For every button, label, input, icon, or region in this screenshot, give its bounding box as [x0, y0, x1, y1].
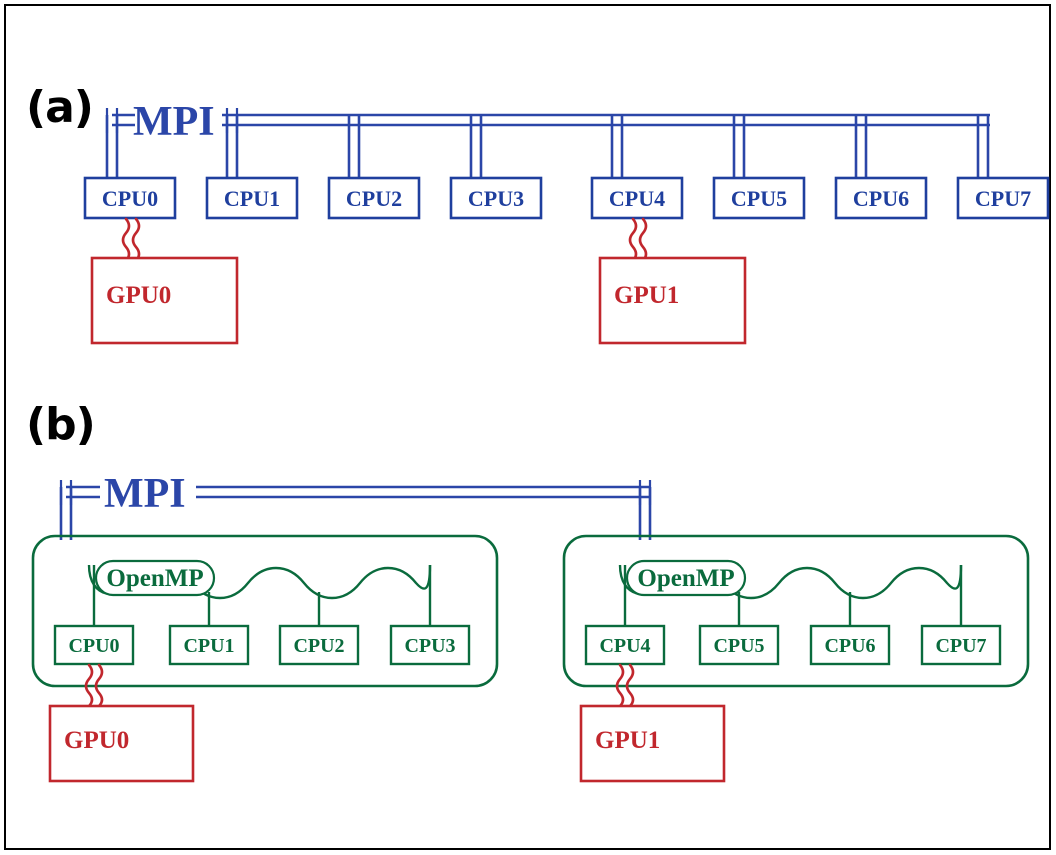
cpu-box-a-6[interactable]: CPU6	[834, 176, 928, 220]
cpu-box-a-3[interactable]: CPU3	[449, 176, 543, 220]
cpu-box-a-5[interactable]: CPU5	[712, 176, 806, 220]
cpu-box-b-7[interactable]: CPU7	[920, 624, 1002, 666]
cpu-box-b-5-label: CPU5	[713, 635, 764, 657]
gpu-box-a-1-label: GPU1	[614, 282, 679, 309]
cpu-box-b-7-label: CPU7	[935, 635, 986, 657]
gpu-box-b-1[interactable]: GPU1	[579, 704, 726, 783]
cpu-box-a-5-label: CPU5	[731, 186, 787, 211]
cpu-box-a-0[interactable]: CPU0	[83, 176, 177, 220]
gpu-box-b-0-label: GPU0	[64, 727, 129, 754]
gpu-box-a-0-label: GPU0	[106, 282, 171, 309]
cpu-box-a-2[interactable]: CPU2	[327, 176, 421, 220]
openmp-pill-0	[94, 559, 216, 597]
cpu-box-b-0-label: CPU0	[68, 635, 119, 657]
gpu-box-b-0[interactable]: GPU0	[48, 704, 195, 783]
cpu-box-b-0[interactable]: CPU0	[53, 624, 135, 666]
gpu-box-a-1[interactable]: GPU1	[598, 256, 747, 345]
cpu-box-b-2[interactable]: CPU2	[278, 624, 360, 666]
openmp-label-1: OpenMP	[637, 565, 734, 592]
cpu-box-b-6[interactable]: CPU6	[809, 624, 891, 666]
gpu-box-a-0[interactable]: GPU0	[90, 256, 239, 345]
cpu-box-b-5[interactable]: CPU5	[698, 624, 780, 666]
openmp-pill-1	[625, 559, 747, 597]
panel-b-drops	[59, 487, 652, 540]
gpu-link-b-1	[615, 663, 635, 708]
gpu-box-b-1-label: GPU1	[595, 727, 660, 754]
cpu-box-a-1[interactable]: CPU1	[205, 176, 299, 220]
openmp-group-0[interactable]: OpenMP CPU0 CPU1 CPU2 CPU3	[31, 534, 499, 688]
openmp-group-1[interactable]: OpenMP CPU4 CPU5 CPU6 CPU7	[562, 534, 1030, 688]
panel-a-cpu-row: CPU0 CPU1 CPU2 CPU3 CPU4 CPU5	[83, 176, 1050, 220]
cpu-box-b-6-label: CPU6	[824, 635, 875, 657]
cpu-box-a-0-label: CPU0	[102, 186, 158, 211]
cpu-box-b-2-label: CPU2	[293, 635, 344, 657]
cpu-box-b-3[interactable]: CPU3	[389, 624, 471, 666]
cpu-box-b-4-label: CPU4	[599, 635, 650, 657]
cpu-box-a-4-label: CPU4	[609, 186, 665, 211]
cpu-box-a-3-label: CPU3	[468, 186, 524, 211]
cpu-box-a-7[interactable]: CPU7	[956, 176, 1050, 220]
cpu-box-a-2-label: CPU2	[346, 186, 402, 211]
panel-a-drops	[105, 115, 990, 178]
panel-b-label: (b)	[26, 399, 96, 450]
cpu-box-a-6-label: CPU6	[853, 186, 909, 211]
cpu-box-b-3-label: CPU3	[404, 635, 455, 657]
mpi-label-b: MPI	[104, 471, 186, 517]
cpu-box-a-4[interactable]: CPU4	[590, 176, 684, 220]
openmp-label-0: OpenMP	[106, 565, 203, 592]
cpu-box-a-1-label: CPU1	[224, 186, 280, 211]
cpu-box-b-1-label: CPU1	[183, 635, 234, 657]
panel-a-label: (a)	[26, 82, 94, 133]
panel-a-bus	[105, 108, 990, 133]
cpu-box-b-1[interactable]: CPU1	[168, 624, 250, 666]
cpu-box-a-7-label: CPU7	[975, 186, 1031, 211]
mpi-label-a: MPI	[133, 99, 215, 145]
cpu-box-b-4[interactable]: CPU4	[584, 624, 666, 666]
gpu-link-b-0	[84, 663, 104, 708]
